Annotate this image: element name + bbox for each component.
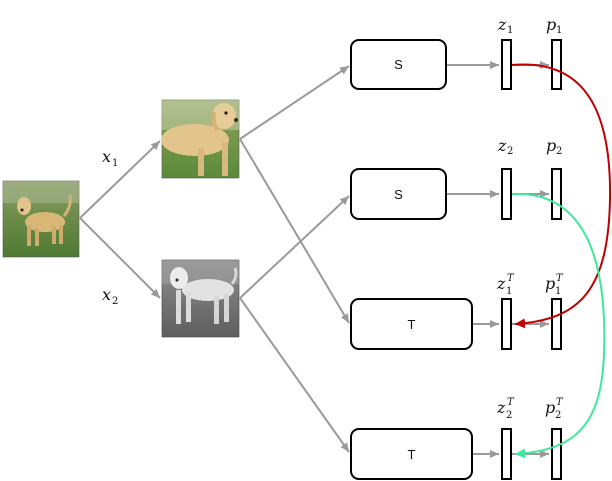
z2t-sub: 2 [506,410,512,421]
p2-bar [551,168,562,220]
z1t-main: z [496,274,506,293]
vector-bars [501,39,562,480]
p1t-sup: T [556,273,564,284]
view2-dog-image [161,259,240,338]
x1-sub: 1 [112,158,118,169]
block-t1: T [350,298,473,350]
p2-sub: 2 [556,146,562,157]
block-t2: T [350,428,473,480]
arrow-view2-to-t2 [239,297,350,453]
arrow-view2-to-s2 [239,195,350,299]
p1t-bar [551,298,562,350]
block-t2-label: T [408,447,416,462]
block-s2: S [350,168,447,220]
arrow-to-view2 [79,217,161,299]
p2-label: p 2 [546,136,562,157]
arrow-view1-to-t1 [239,138,350,324]
z1-main: z [497,15,507,34]
green-link-p2-to-z2t [511,192,606,459]
arrow-view1-to-s1 [239,65,350,140]
block-s1: S [350,39,447,90]
view1-dog-image [161,99,240,179]
z2-bar [501,168,512,220]
p1-label: p 1 [546,15,562,36]
p2t-sub: 2 [555,410,561,421]
block-s1-label: S [394,57,403,72]
p1-sub: 1 [556,25,562,36]
flow-arrows [79,61,549,458]
augment-label-x1: x 1 [102,147,118,169]
z1t-sup: T [507,273,515,284]
z1-label: z 1 [497,15,513,36]
z1t-label: z 1 T [496,273,515,297]
augment-label-x2: x 2 [102,285,118,307]
z2t-sup: T [507,397,515,408]
p2t-sup: T [556,397,564,408]
x1-main: x [102,147,111,166]
block-t1-label: T [408,317,416,332]
z1-bar [501,39,512,90]
z2-sub: 2 [507,146,513,157]
p2-main: p [546,136,556,155]
p2t-main: p [545,398,555,417]
arrow-to-view1 [79,140,161,219]
original-dog-image [2,180,80,258]
z2t-label: z 2 T [496,397,515,421]
block-s2-label: S [394,187,403,202]
z2t-main: z [496,398,506,417]
p1-bar [551,39,562,90]
red-link-p1-to-z1t [511,63,612,329]
z1-sub: 1 [507,25,513,36]
p1t-sub: 1 [555,286,561,297]
p1t-label: p 1 T [545,273,564,297]
x2-main: x [102,285,111,304]
z1t-sub: 1 [506,286,512,297]
p1t-main: p [545,274,555,293]
p2t-bar [551,428,562,480]
z2-label: z 2 [497,136,513,157]
p1-main: p [546,15,556,34]
z2t-bar [501,428,512,480]
z2-main: z [497,136,507,155]
x2-sub: 2 [112,296,118,307]
p2t-label: p 2 T [545,397,564,421]
z1t-bar [501,298,512,350]
